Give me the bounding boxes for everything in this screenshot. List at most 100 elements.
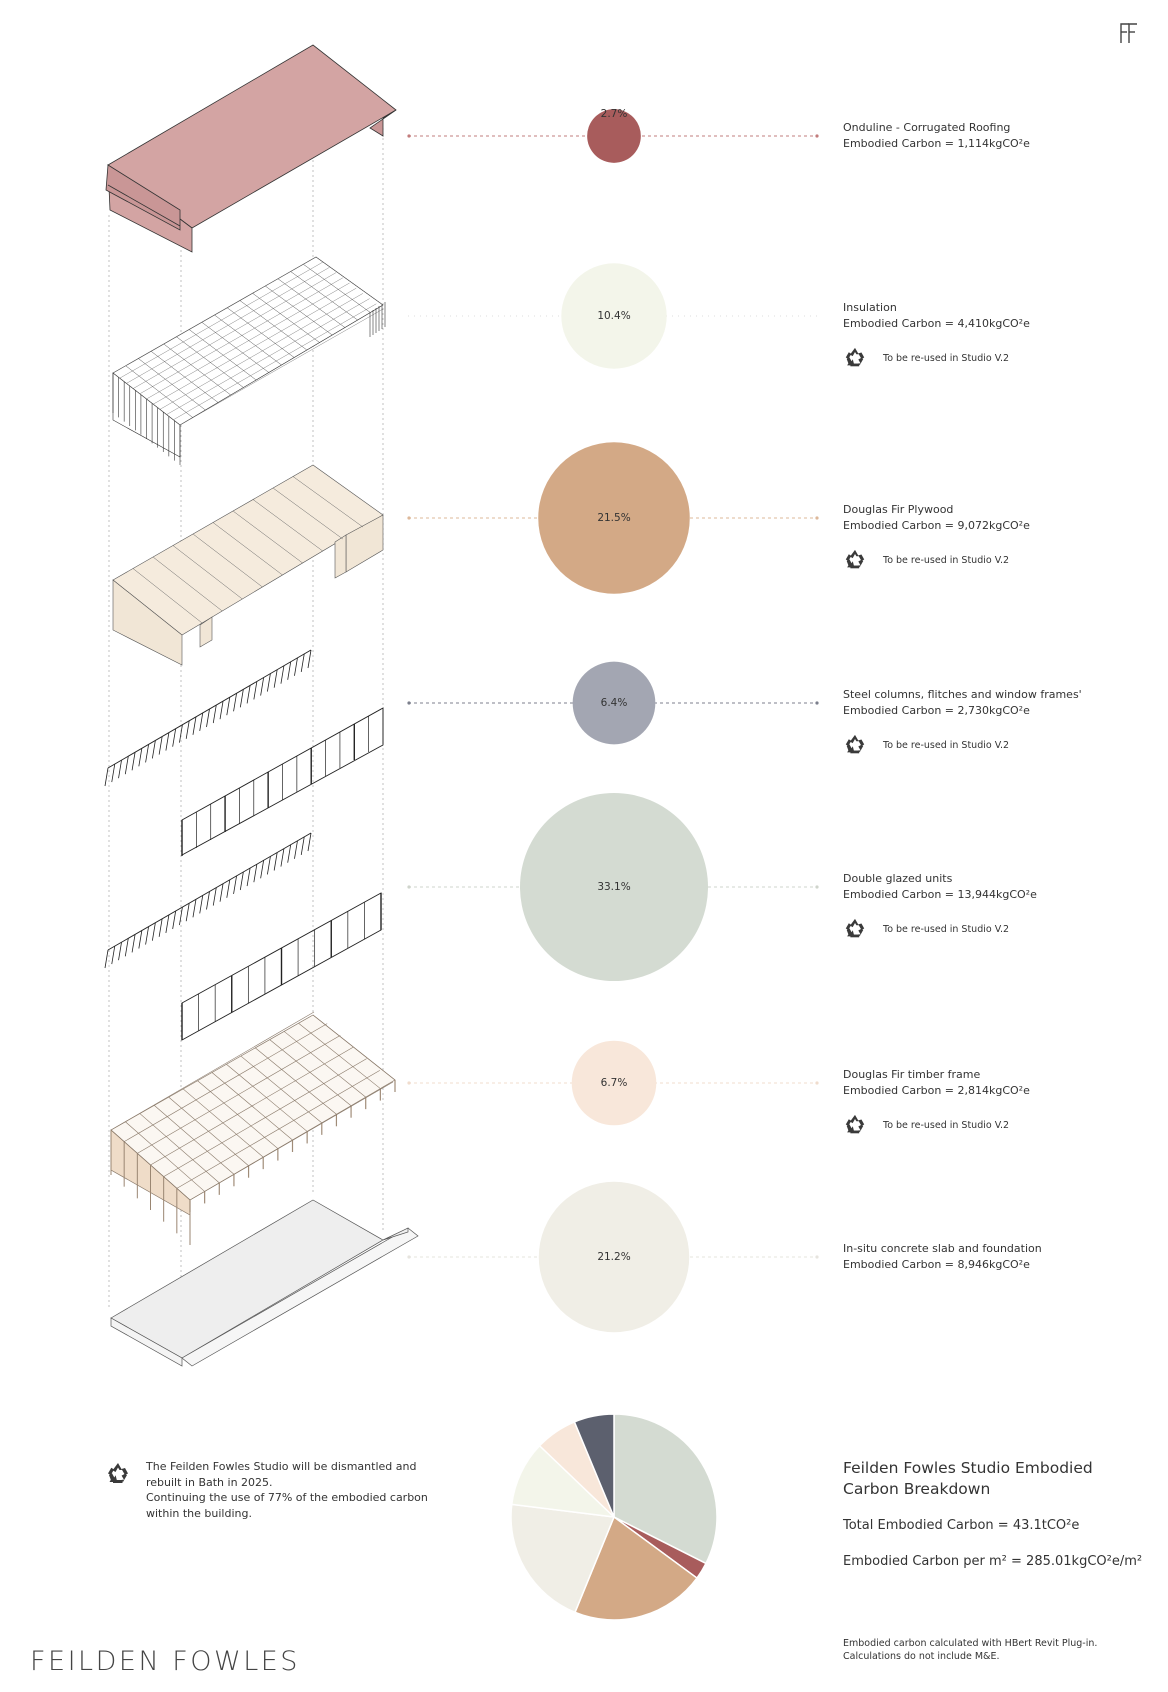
leader-end-dot: [815, 134, 819, 138]
component-info: Steel columns, flitches and window frame…: [843, 687, 1143, 718]
recycle-icon: [845, 1114, 865, 1134]
reuse-note: To be re-used in Studio V.2: [843, 548, 1009, 572]
steel-fin: [111, 946, 116, 965]
steel-fin: [165, 732, 170, 751]
steel-fin: [233, 693, 237, 712]
bubble-percentage: 2.7%: [600, 108, 628, 120]
note-line: Continuing the use of 77% of the embodie…: [146, 1491, 428, 1504]
bubble-percentage: 6.4%: [600, 697, 628, 709]
steel-fin: [151, 740, 156, 759]
component-name: Onduline - Corrugated Roofing: [843, 121, 1011, 134]
plywood-joint: [252, 499, 323, 552]
steel-fin: [233, 875, 237, 894]
steel-fin: [158, 918, 163, 937]
note-line: The Feilden Fowles Studio will be disman…: [146, 1460, 417, 1473]
pie-slice: [510, 1503, 616, 1614]
rafter-line: [188, 329, 257, 381]
pie-slice: [613, 1413, 718, 1565]
carbon-bubble: [587, 109, 641, 163]
steel-fin: [145, 926, 149, 945]
steel-fin: [118, 942, 122, 961]
carbon-bubbles: [520, 109, 708, 1333]
plywood-joint: [292, 476, 364, 528]
rafter-line: [133, 272, 337, 389]
steel-fin: [124, 756, 129, 775]
steel-fin: [138, 930, 143, 949]
component-carbon: Embodied Carbon = 9,072kgCO²e: [843, 518, 1030, 532]
footnote: Embodied carbon calculated with HBert Re…: [843, 1637, 1143, 1663]
reuse-label: To be re-used in Studio V.2: [883, 352, 1010, 364]
reuse-label: To be re-used in Studio V.2: [883, 739, 1010, 751]
plywood-joint: [212, 522, 283, 576]
carbon-bubble: [561, 263, 667, 369]
steel-fin: [246, 868, 251, 887]
steel-fin: [226, 697, 231, 716]
steel-fin: [131, 934, 136, 953]
steel-fin: [253, 681, 258, 700]
reuse-label: To be re-used in Studio V.2: [883, 554, 1010, 566]
steel-fin: [138, 748, 143, 767]
reuse-label: To be re-used in Studio V.2: [883, 923, 1010, 935]
plywood-joint: [192, 533, 263, 588]
carbon-bubble: [571, 1040, 657, 1126]
timber-member: [124, 1023, 328, 1142]
brand-wordmark: FEILDEN FOWLES: [30, 1646, 300, 1677]
rafter-line: [277, 278, 346, 328]
component-name: Double glazed units: [843, 872, 953, 885]
roof-layer: [105, 44, 397, 253]
steel-fin: [239, 689, 244, 708]
leader-end-dot: [407, 885, 411, 889]
steel-fin: [172, 910, 177, 930]
steel-fin: [104, 767, 109, 787]
leader-end-dot: [407, 1255, 411, 1259]
rafter-line: [239, 300, 308, 351]
steel-fin: [246, 685, 251, 704]
steel-fin: [307, 649, 312, 669]
steel-fin: [294, 657, 298, 676]
steel-fin: [226, 879, 231, 898]
timber-member: [189, 1081, 394, 1201]
steel-fin: [192, 716, 197, 735]
bubble-percentage: 10.4%: [597, 310, 631, 322]
steel-fin: [124, 938, 129, 957]
bubble-percentage: 6.7%: [600, 1077, 628, 1089]
component-carbon: Embodied Carbon = 2,730kgCO²e: [843, 703, 1030, 717]
plywood-joint: [272, 487, 343, 540]
reuse-note: To be re-used in Studio V.2: [843, 1113, 1009, 1137]
summary-title-line: Carbon Breakdown: [843, 1480, 991, 1498]
steel-fin: [206, 708, 210, 728]
steel-fin: [307, 832, 312, 852]
rafter-line: [214, 314, 282, 366]
rafter-line: [166, 298, 370, 415]
recycle-icon: [845, 347, 865, 367]
footnote-line: Embodied carbon calculated with HBert Re…: [843, 1638, 1098, 1649]
plywood-joint: [132, 568, 203, 624]
recycle-icon: [845, 918, 865, 938]
rafter-line: [150, 351, 219, 403]
rafter-line: [126, 267, 330, 384]
steel-fin: [212, 887, 217, 906]
steel-fin: [185, 720, 190, 739]
bubble-percentage: 33.1%: [597, 881, 631, 893]
steel-fin: [104, 949, 109, 969]
steel-fin: [199, 712, 204, 731]
steel-fin: [253, 864, 258, 883]
steel-fin: [131, 752, 136, 771]
steel-fin: [273, 852, 278, 871]
pie-slice: [574, 1515, 698, 1621]
pie-slice: [573, 1413, 615, 1518]
recycle-icon: [845, 734, 865, 754]
leader-end-dot: [815, 701, 819, 705]
rafter-line: [227, 307, 295, 358]
leader-end-dot: [407, 1081, 411, 1085]
steel-fin: [219, 883, 224, 902]
rafter-line: [173, 303, 377, 420]
rafter-line: [138, 358, 206, 411]
leader-end-dot: [815, 516, 819, 520]
pie-chart: [510, 1413, 718, 1621]
summary-title-line: Feilden Fowles Studio Embodied: [843, 1459, 1093, 1477]
